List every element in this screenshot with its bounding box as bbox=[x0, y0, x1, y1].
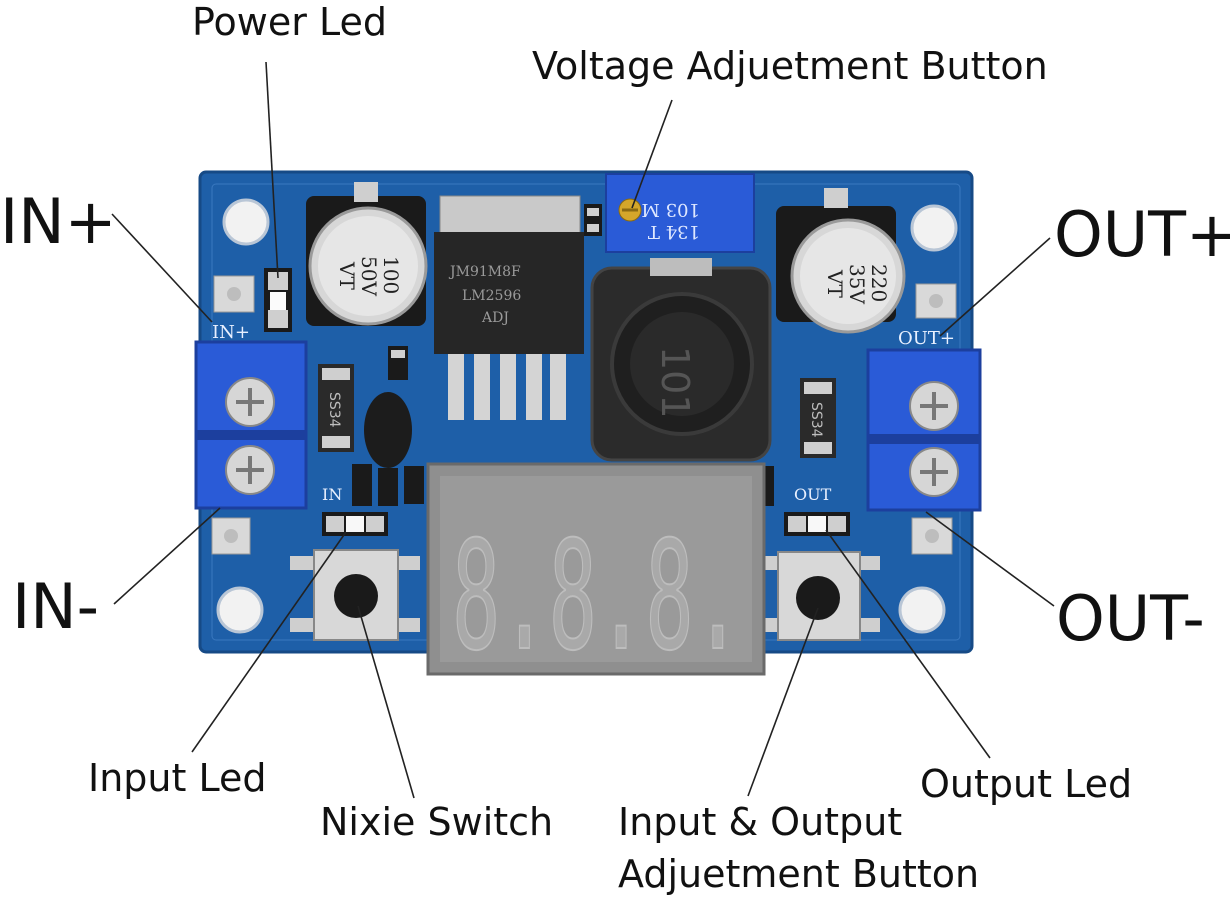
potentiometer: 134 T 103 M bbox=[605, 173, 755, 253]
callout-out-minus: OUT- bbox=[1056, 582, 1205, 655]
terminal-block-out bbox=[866, 348, 982, 512]
diode-right: SS34 bbox=[800, 378, 836, 458]
svg-text:VT: VT bbox=[823, 269, 847, 298]
io-adjustment-button[interactable] bbox=[756, 551, 880, 641]
svg-text:JM91M8F: JM91M8F bbox=[448, 264, 521, 280]
seven-segment-display: 8.8.8. bbox=[426, 462, 766, 685]
mounting-holes bbox=[216, 198, 958, 634]
svg-text:100: 100 bbox=[379, 256, 403, 294]
input-led bbox=[322, 512, 388, 536]
callout-in-minus: IN- bbox=[12, 570, 100, 643]
nixie-switch-button[interactable] bbox=[290, 549, 420, 641]
silk-in: IN bbox=[322, 485, 342, 504]
callout-output-led: Output Led bbox=[920, 762, 1133, 806]
display-digits: 8.8.8. bbox=[452, 510, 742, 684]
svg-text:134 T: 134 T bbox=[648, 221, 700, 242]
callout-io-adjustment-line1: Input & Output bbox=[618, 800, 903, 844]
callout-in-plus: IN+ bbox=[0, 185, 117, 258]
svg-text:ADJ: ADJ bbox=[481, 310, 509, 326]
svg-text:SS34: SS34 bbox=[808, 402, 824, 438]
svg-text:220: 220 bbox=[867, 264, 891, 302]
svg-text:SS34: SS34 bbox=[326, 392, 342, 428]
terminal-block-in bbox=[194, 340, 308, 510]
output-led bbox=[784, 512, 850, 536]
silk-in-plus: IN+ bbox=[212, 322, 250, 343]
callout-nixie-switch: Nixie Switch bbox=[320, 800, 554, 844]
svg-text:101: 101 bbox=[653, 346, 697, 419]
callout-io-adjustment-button: Input & Output Adjuetment Button bbox=[618, 796, 979, 900]
silk-out-plus: OUT+ bbox=[898, 328, 955, 349]
svg-text:VT: VT bbox=[335, 261, 359, 290]
svg-text:LM2596: LM2596 bbox=[462, 288, 521, 304]
callout-io-adjustment-line2: Adjuetment Button bbox=[618, 852, 980, 896]
svg-text:50V: 50V bbox=[357, 256, 381, 296]
transistor bbox=[364, 392, 412, 468]
inductor: 101 bbox=[590, 258, 772, 462]
diode-left: SS34 bbox=[318, 364, 354, 452]
svg-text:35V: 35V bbox=[845, 264, 869, 304]
callout-voltage-adjustment-button: Voltage Adjuetment Button bbox=[532, 44, 1048, 88]
power-led bbox=[264, 268, 292, 332]
callout-out-plus: OUT+ bbox=[1054, 198, 1230, 271]
silk-out: OUT bbox=[794, 485, 832, 504]
capacitor-left: 100 50V VT bbox=[306, 182, 428, 326]
callout-power-led: Power Led bbox=[192, 0, 387, 44]
regulator-ic: JM91M8F LM2596 ADJ bbox=[434, 195, 584, 420]
svg-text:103 M: 103 M bbox=[641, 199, 700, 220]
capacitor-right: 220 35V VT bbox=[776, 188, 906, 334]
callout-input-led: Input Led bbox=[88, 756, 267, 800]
